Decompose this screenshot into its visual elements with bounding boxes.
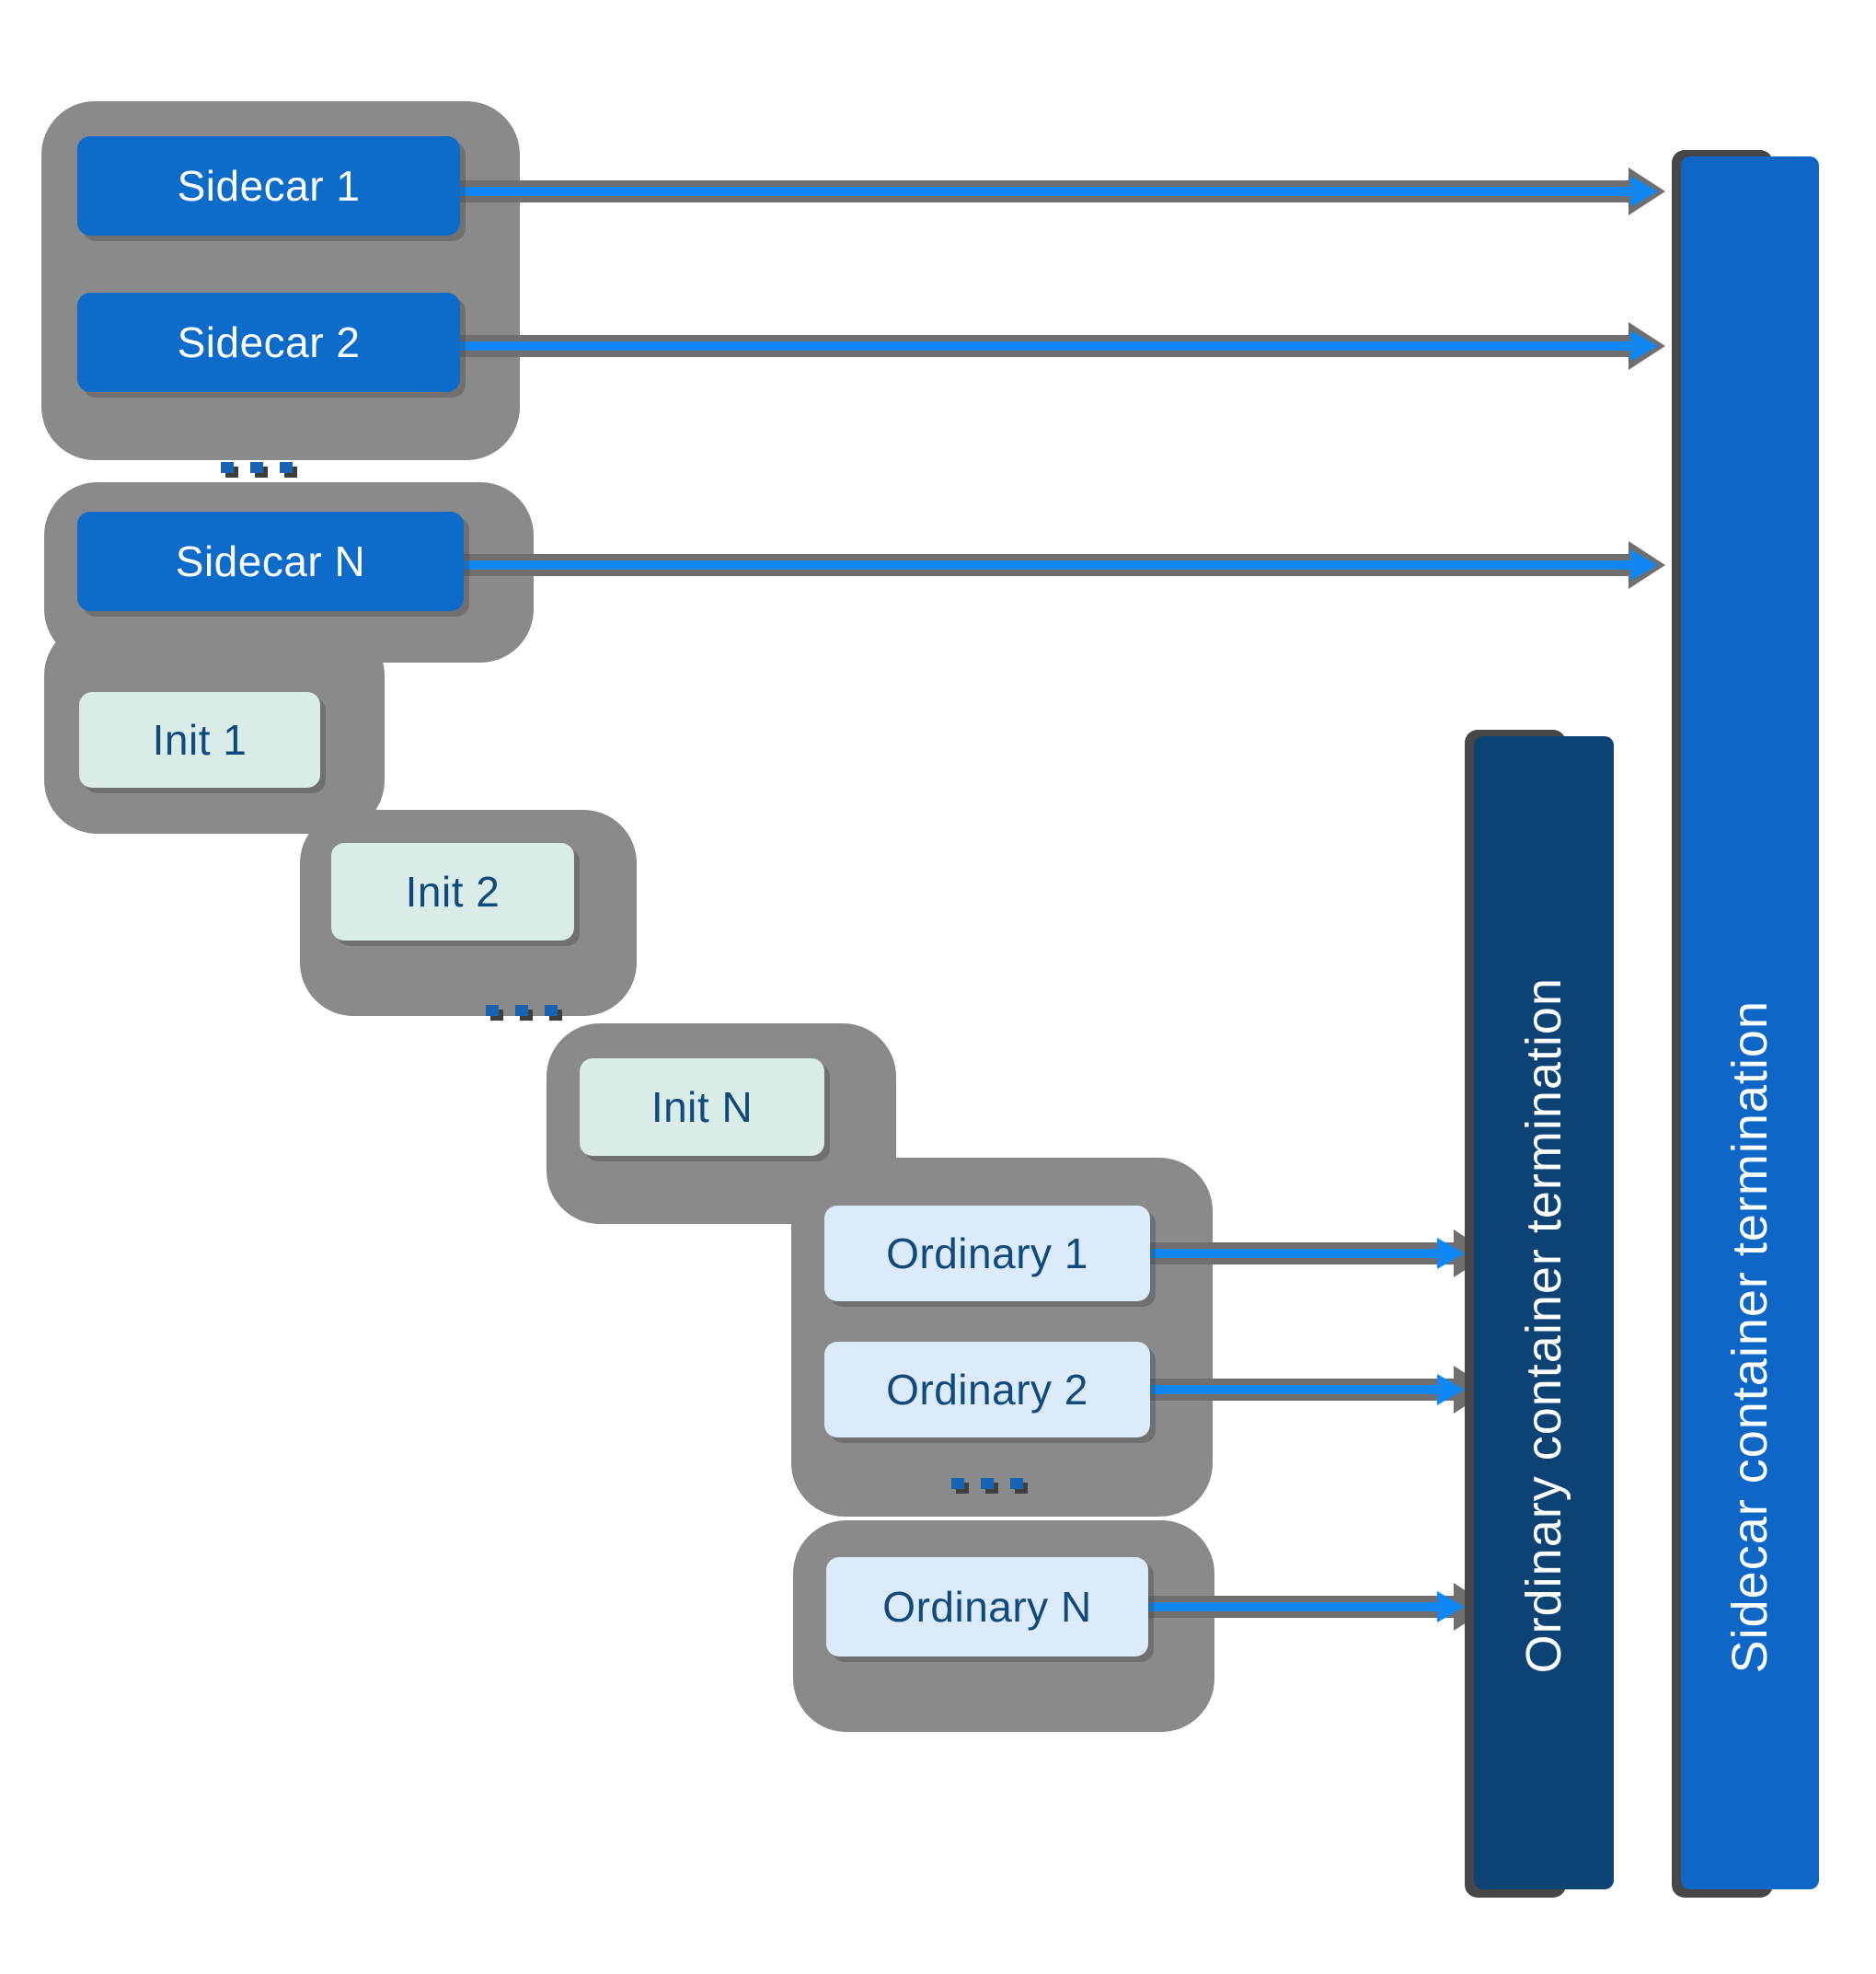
- init-2-label: Init 2: [405, 868, 501, 916]
- sidecar-n-label: Sidecar N: [175, 537, 366, 585]
- ellipsis-dot: [515, 1005, 528, 1016]
- sidecar-n-box: Sidecar N: [77, 512, 464, 611]
- ordinary-termination-label-wrap: Ordinary container termination: [1474, 977, 1614, 1673]
- init-ellipsis: [486, 1005, 558, 1016]
- sidecar-termination-bar: Sidecar container termination: [1681, 156, 1819, 1889]
- sidecar-2-box: Sidecar 2: [77, 293, 460, 392]
- init-2-box: Init 2: [331, 843, 574, 941]
- sidecar-termination-label-wrap: Sidecar container termination: [1681, 1000, 1819, 1673]
- ellipsis-dot: [951, 1478, 964, 1489]
- init-1-box: Init 1: [79, 692, 320, 788]
- sidecar-termination-label: Sidecar container termination: [1722, 999, 1778, 1673]
- ellipsis-dot: [486, 1005, 499, 1016]
- ordinary-1-box: Ordinary 1: [824, 1206, 1150, 1301]
- ordinary-ellipsis: [951, 1478, 1023, 1489]
- ordinary-n-box: Ordinary N: [826, 1557, 1148, 1657]
- ellipsis-dot: [1010, 1478, 1023, 1489]
- ellipsis-dot: [280, 462, 293, 473]
- ellipsis-dot: [981, 1478, 994, 1489]
- ordinary-2-label: Ordinary 2: [886, 1366, 1088, 1414]
- init-n-box: Init N: [580, 1058, 824, 1156]
- init-n-label: Init N: [650, 1083, 754, 1131]
- ellipsis-dot: [545, 1005, 558, 1016]
- sidecar-1-box: Sidecar 1: [77, 136, 460, 236]
- sidecar-ellipsis: [221, 462, 293, 473]
- ellipsis-dot: [250, 462, 263, 473]
- ordinary-2-box: Ordinary 2: [824, 1342, 1150, 1437]
- sidecar-2-label: Sidecar 2: [177, 318, 361, 366]
- ellipsis-dot: [221, 462, 234, 473]
- ordinary-termination-label: Ordinary container termination: [1516, 976, 1571, 1673]
- ordinary-n-label: Ordinary N: [882, 1583, 1092, 1631]
- ordinary-termination-bar: Ordinary container termination: [1474, 736, 1614, 1889]
- init-1-label: Init 1: [152, 716, 247, 764]
- sidecar-1-label: Sidecar 1: [177, 162, 361, 210]
- ordinary-1-label: Ordinary 1: [886, 1229, 1088, 1277]
